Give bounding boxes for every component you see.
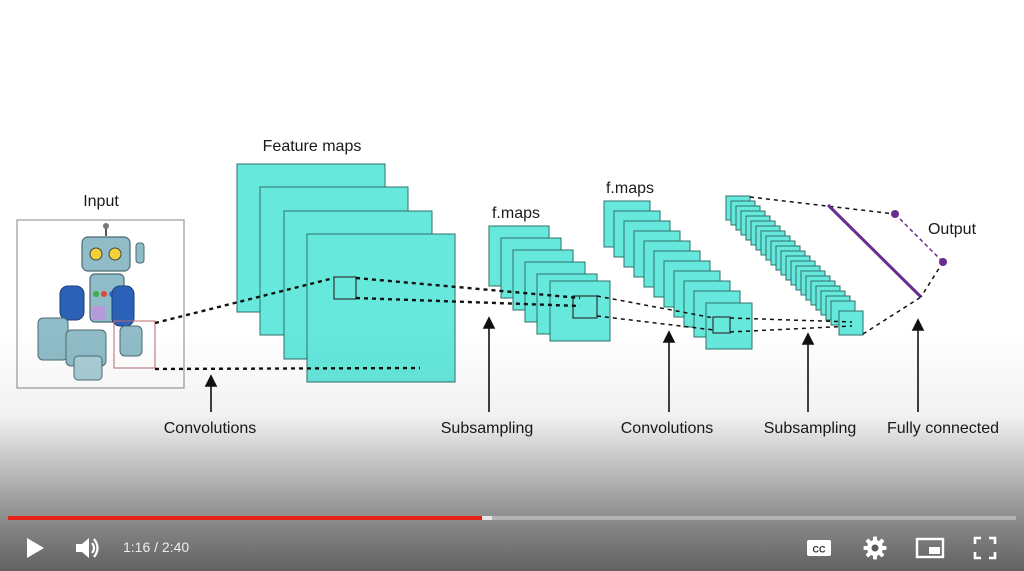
input-image	[16, 219, 185, 389]
svg-text:CC: CC	[813, 545, 826, 555]
volume-button[interactable]	[70, 532, 104, 564]
play-button[interactable]	[18, 532, 52, 564]
output-node	[891, 210, 899, 218]
captions-button[interactable]: CC	[802, 532, 836, 564]
miniplayer-icon	[915, 537, 945, 559]
progress-bar[interactable]	[8, 516, 1016, 520]
label-output: Output	[928, 221, 977, 238]
label-subsampling-2: Subsampling	[764, 420, 857, 437]
settings-icon	[863, 536, 887, 560]
label-convolutions-2: Convolutions	[621, 420, 714, 437]
miniplayer-button[interactable]	[913, 532, 947, 564]
label-fmaps-2: f.maps	[606, 180, 654, 197]
label-convolutions-1: Convolutions	[164, 420, 257, 437]
fullscreen-icon	[973, 536, 997, 560]
volume-icon	[76, 538, 99, 558]
captions-icon: CC	[807, 540, 831, 556]
settings-button[interactable]	[858, 532, 892, 564]
label-subsampling-1: Subsampling	[441, 420, 534, 437]
feature-maps-conv1	[236, 163, 456, 383]
fmaps-subsampling1	[488, 225, 611, 342]
fullscreen-button[interactable]	[968, 532, 1002, 564]
label-fully-connected: Fully connected	[887, 420, 999, 437]
label-input: Input	[83, 193, 119, 210]
label-fmaps-1: f.maps	[492, 205, 540, 222]
player-controls: 1:16 / 2:40 CC	[0, 526, 1024, 570]
progress-track	[8, 516, 1016, 520]
fmaps-conv2	[603, 200, 753, 350]
fmaps-subsampling2	[725, 195, 864, 336]
time-display: 1:16 / 2:40	[123, 539, 190, 555]
output-node	[939, 258, 947, 266]
connection-lines	[154, 196, 922, 371]
progress-played	[8, 516, 482, 520]
label-feature-maps: Feature maps	[263, 138, 362, 155]
output-layer	[826, 203, 947, 299]
play-icon	[27, 538, 44, 558]
